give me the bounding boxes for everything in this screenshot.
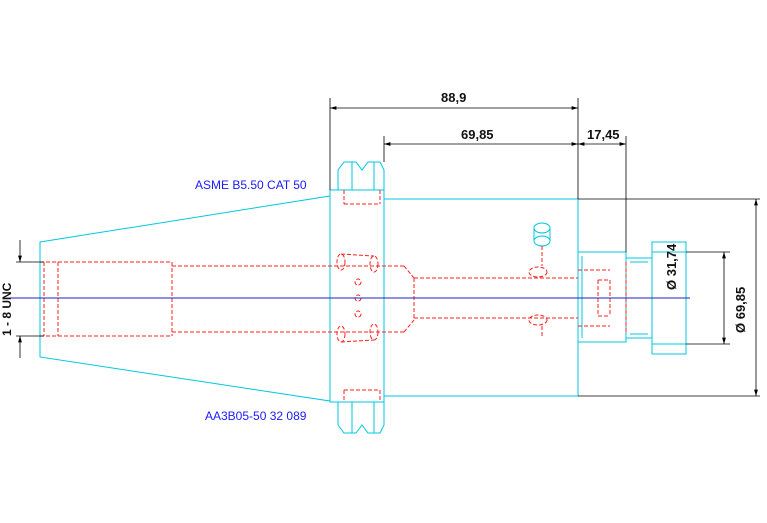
dim-bore-depth: 17,45 [587, 127, 620, 142]
standard-label: ASME B5.50 CAT 50 [195, 178, 307, 192]
thread-label: 1 - 8 UNC [0, 282, 14, 336]
dim-bore-diameter: Ø 31,74 [664, 243, 679, 290]
part-number-label: AA3B05-50 32 089 [205, 409, 307, 423]
dim-body-length: 69,85 [461, 127, 494, 142]
dim-body-diameter: Ø 69,85 [733, 286, 748, 333]
dimension-lines [16, 98, 760, 397]
hidden-lines [40, 190, 627, 402]
dim-overall-length: 88,9 [441, 90, 467, 105]
